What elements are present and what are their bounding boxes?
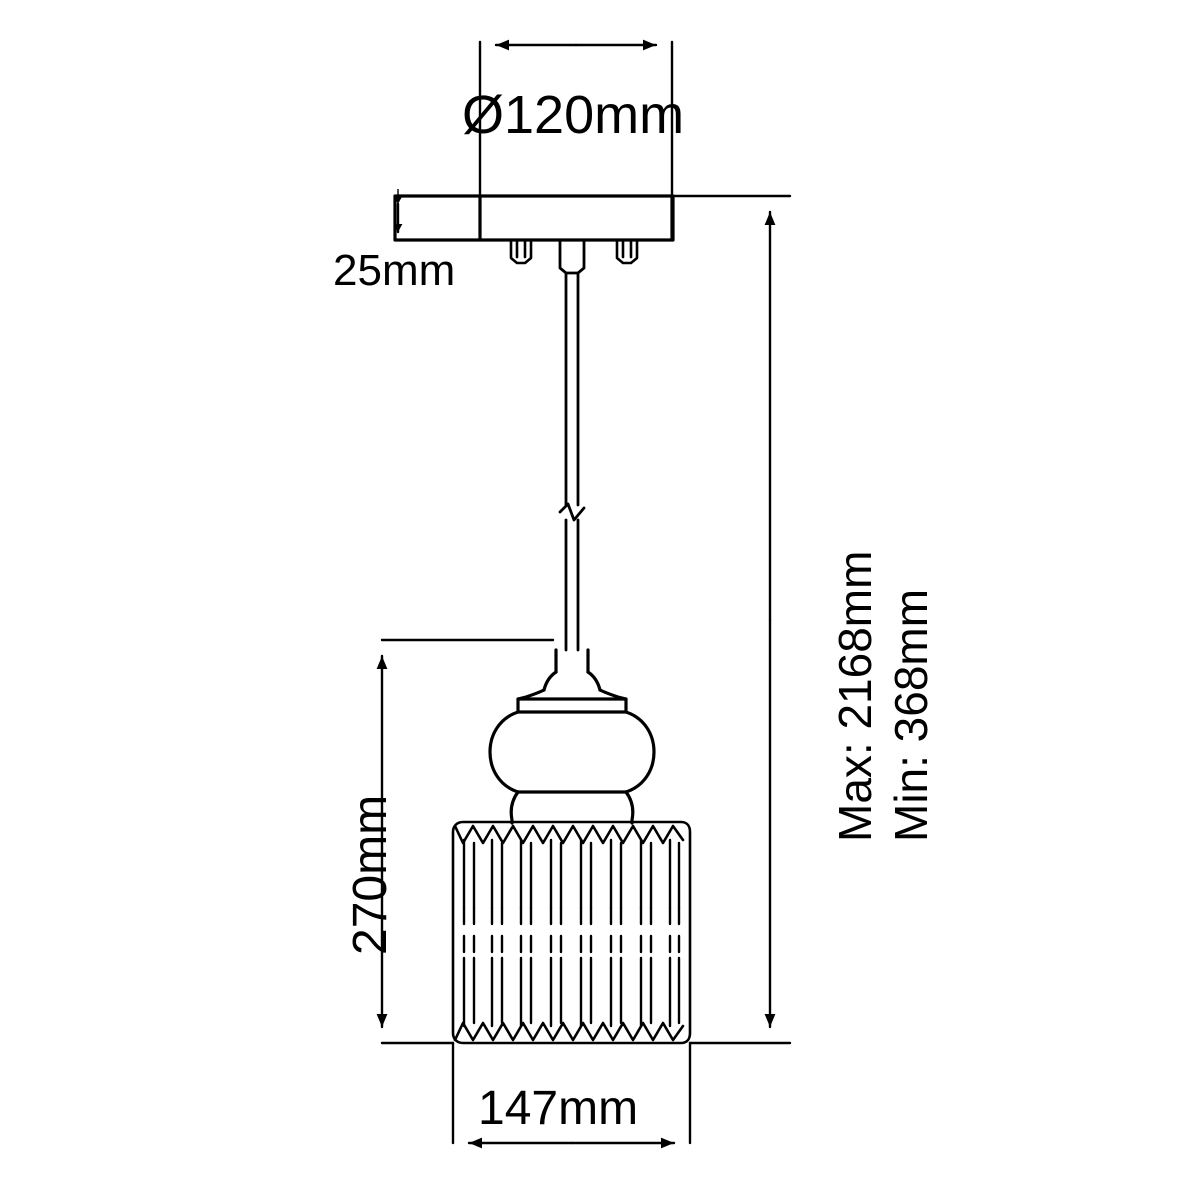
dimension-shade-height: [376, 638, 555, 1045]
canopy-height-label: 25mm: [333, 246, 456, 295]
cord-entry-gland: [558, 238, 586, 275]
lamp-holder-neck: [542, 648, 602, 692]
canopy-diameter-label: Ø120mm: [462, 85, 685, 145]
min-drop-label: Min: 368mm: [885, 588, 937, 842]
max-drop-label: Max: 2168mm: [829, 550, 881, 842]
cord-break-symbol: [558, 502, 586, 522]
suspension-cord: [564, 271, 580, 652]
shade-height-label: 270mm: [344, 794, 397, 955]
fluted-glass-shade: [451, 820, 692, 1045]
onion-shaped-lamp-body: [488, 688, 656, 825]
dimension-shade-width: [451, 1041, 692, 1149]
dimension-overall-drop: [671, 194, 792, 1045]
ceiling-canopy-plate: [393, 194, 675, 242]
dimension-canopy-diameter: [478, 39, 674, 198]
canopy-mounting-screws: [509, 238, 639, 265]
shade-width-label: 147mm: [478, 1082, 639, 1135]
